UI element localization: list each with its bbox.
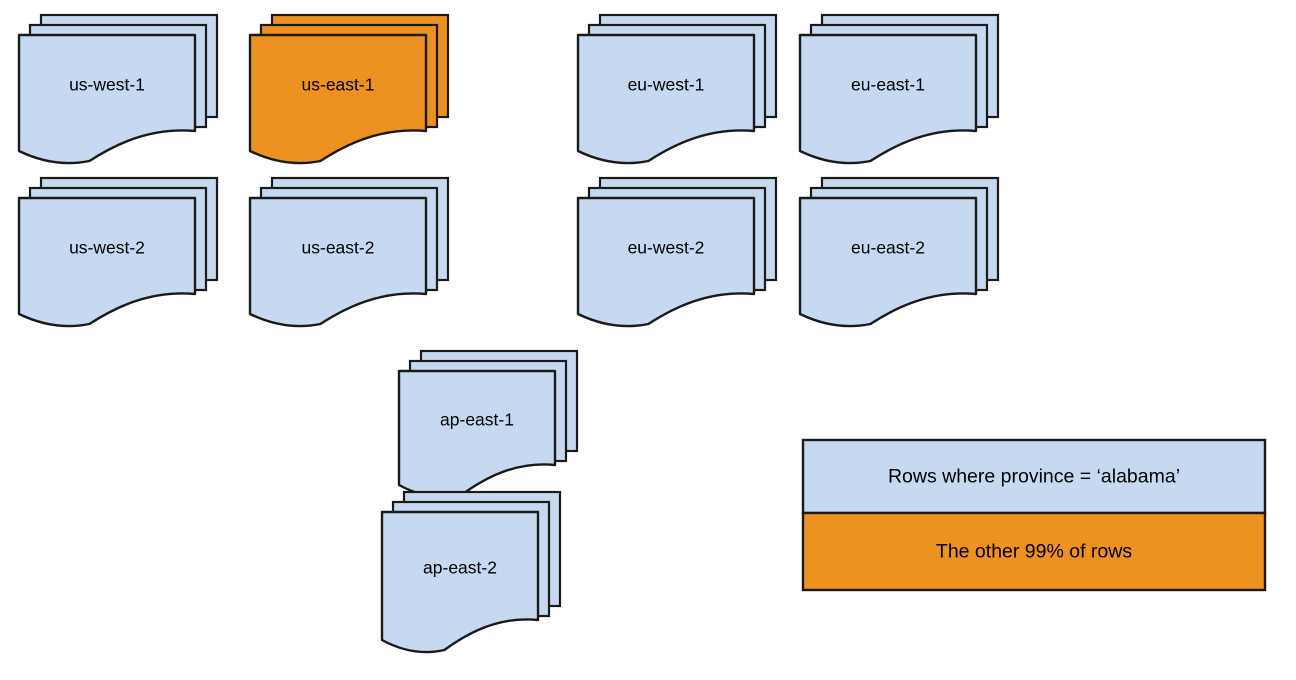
stack-label-us-west-1: us-west-1 <box>69 75 145 95</box>
document-stack-us-west-2[interactable]: us-west-2 <box>17 176 219 328</box>
stack-sheet-front <box>397 369 557 499</box>
stack-sheet-front <box>798 196 978 328</box>
document-stack-us-east-1[interactable]: us-east-1 <box>248 13 450 165</box>
stack-sheet-front <box>798 33 978 165</box>
document-stack-ap-east-2[interactable]: ap-east-2 <box>380 490 562 654</box>
legend-swatch-legend-orange <box>801 511 1267 592</box>
legend-label-legend-orange: The other 99% of rows <box>936 541 1132 563</box>
stack-sheet-front <box>17 33 197 165</box>
stack-sheet-front <box>576 196 756 328</box>
legend-row-legend-orange: The other 99% of rows <box>801 511 1267 592</box>
stack-label-eu-east-1: eu-east-1 <box>851 75 925 95</box>
document-stack-us-east-2[interactable]: us-east-2 <box>248 176 450 328</box>
document-stacks-layer: us-west-1 us-east-1 eu-west-1 eu-east-1 us-w… <box>17 13 1000 654</box>
document-stack-ap-east-1[interactable]: ap-east-1 <box>397 349 579 499</box>
stack-sheet-front <box>17 196 197 328</box>
stack-label-us-west-2: us-west-2 <box>69 238 145 258</box>
document-stack-eu-east-1[interactable]: eu-east-1 <box>798 13 1000 165</box>
stack-label-ap-east-2: ap-east-2 <box>423 558 497 578</box>
document-stack-us-west-1[interactable]: us-west-1 <box>17 13 219 165</box>
stack-label-eu-west-2: eu-west-2 <box>628 238 705 258</box>
document-stack-eu-west-1[interactable]: eu-west-1 <box>576 13 778 165</box>
document-stack-eu-east-2[interactable]: eu-east-2 <box>798 176 1000 328</box>
stack-label-ap-east-1: ap-east-1 <box>440 410 514 430</box>
legend-row-legend-blue: Rows where province = ‘alabama’ <box>801 438 1267 515</box>
legend-swatch-legend-blue <box>801 438 1267 515</box>
stack-sheet-front <box>248 196 428 328</box>
stack-label-us-east-1: us-east-1 <box>302 75 375 95</box>
stack-label-us-east-2: us-east-2 <box>302 238 375 258</box>
legend: Rows where province = ‘alabama’ The other… <box>801 438 1267 592</box>
stack-label-eu-west-1: eu-west-1 <box>628 75 705 95</box>
legend-label-legend-blue: Rows where province = ‘alabama’ <box>888 466 1180 488</box>
stack-label-eu-east-2: eu-east-2 <box>851 238 925 258</box>
stack-sheet-front <box>576 33 756 165</box>
document-stack-eu-west-2[interactable]: eu-west-2 <box>576 176 778 328</box>
stack-sheet-front <box>380 510 540 654</box>
stack-sheet-front <box>248 33 428 165</box>
